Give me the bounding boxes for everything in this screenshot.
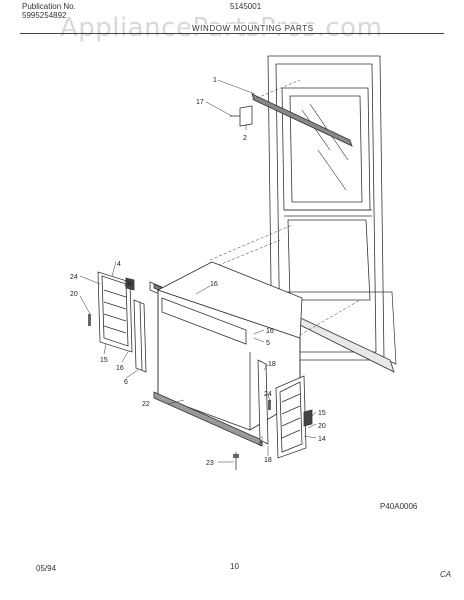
callout-17: 17 bbox=[196, 99, 204, 106]
callout-16-left: 16 bbox=[116, 365, 124, 372]
callout-5: 5 bbox=[266, 340, 270, 347]
diagram-code: P40A0006 bbox=[380, 502, 418, 511]
page-number: 10 bbox=[230, 562, 239, 571]
part-22-bottom-rail bbox=[153, 391, 263, 447]
callout-15-right: 15 bbox=[318, 410, 326, 417]
right-side-panel bbox=[257, 359, 313, 459]
callout-14: 14 bbox=[318, 436, 326, 443]
callout-24-right: 24 bbox=[264, 391, 272, 398]
part-2-bracket bbox=[230, 105, 253, 127]
callout-16-right: 16 bbox=[266, 328, 274, 335]
callout-6-left: 6 bbox=[124, 379, 128, 386]
left-side-panel bbox=[88, 271, 147, 373]
callout-18-right: 18 bbox=[268, 361, 276, 368]
callout-1: 1 bbox=[213, 77, 217, 84]
callout-15-left: 15 bbox=[100, 357, 108, 364]
callout-16-top: 16 bbox=[210, 281, 218, 288]
callout-2: 2 bbox=[243, 135, 247, 142]
callout-24-left: 24 bbox=[70, 274, 78, 281]
callout-18-left: 18 bbox=[124, 281, 132, 288]
model-number: 5145001 bbox=[230, 2, 262, 11]
callout-20-right: 20 bbox=[318, 423, 326, 430]
callout-18-bottom: 18 bbox=[264, 457, 272, 464]
publication-label: Publication No. bbox=[22, 2, 76, 11]
page-title: WINDOW MOUNTING PARTS bbox=[190, 24, 316, 33]
callout-22: 22 bbox=[142, 401, 150, 408]
footer-mark: CA bbox=[440, 570, 452, 579]
callout-4: 4 bbox=[117, 261, 121, 268]
callout-6-right: 6 bbox=[259, 441, 263, 448]
footer-date: 05/94 bbox=[36, 564, 57, 573]
callout-23: 23 bbox=[206, 460, 214, 467]
leader-lines bbox=[79, 79, 317, 463]
part-23-screw bbox=[233, 452, 239, 470]
publication-number: 5995254892 bbox=[22, 11, 67, 20]
callout-20-left: 20 bbox=[70, 291, 78, 298]
part-1-top-strip bbox=[251, 93, 353, 147]
callout-labels: 1 17 2 24 4 20 18 15 16 6 16 16 5 18 24 … bbox=[70, 77, 326, 467]
header-rule bbox=[20, 33, 444, 34]
